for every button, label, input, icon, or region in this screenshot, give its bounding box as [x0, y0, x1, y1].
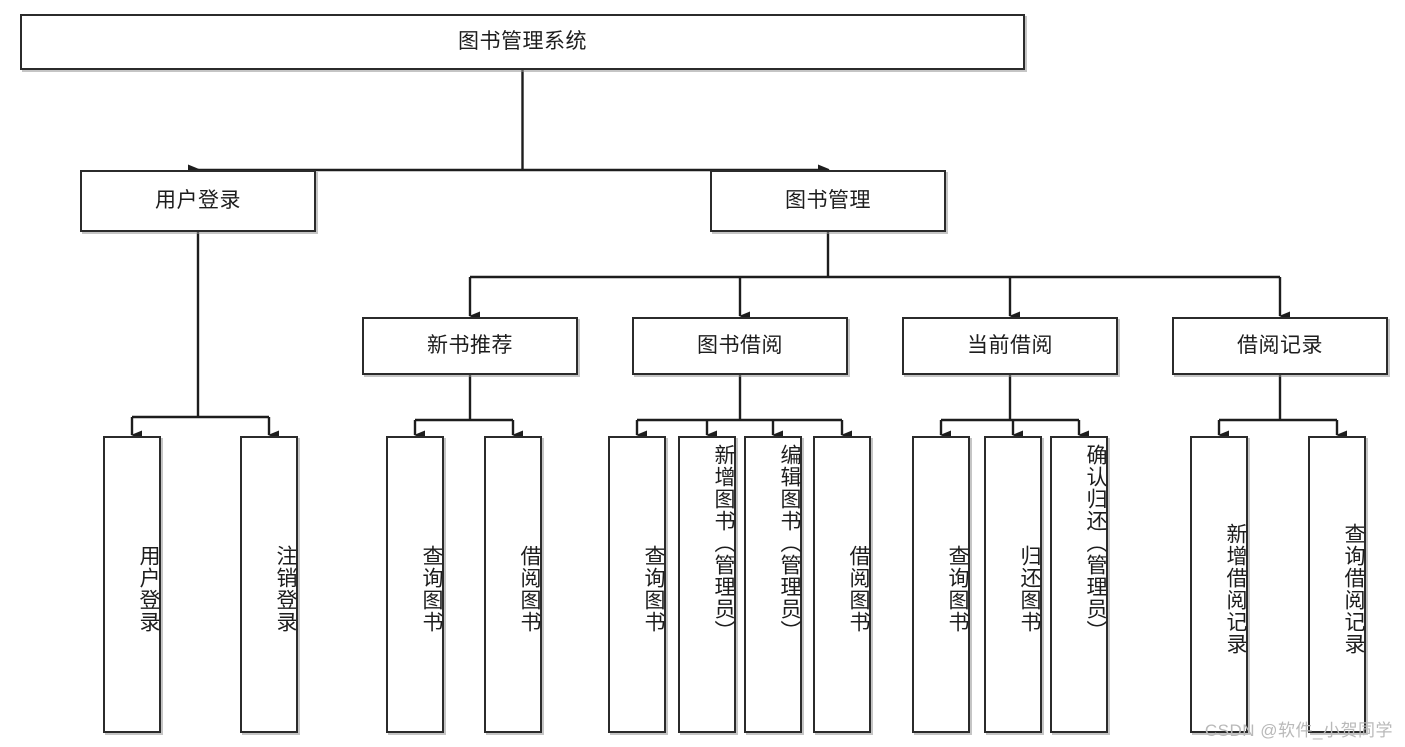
node-label: 查询图书: [946, 544, 969, 633]
node-leaf-login-2[interactable]: 注销登录: [240, 436, 298, 733]
node-label: 查询图书: [642, 544, 665, 633]
node-root[interactable]: 图书管理系统: [20, 14, 1025, 70]
node-label: 新书推荐: [427, 333, 513, 357]
node-leaf-new-1[interactable]: 查询图书: [386, 436, 444, 733]
node-label: 新增借阅记录: [1224, 522, 1247, 655]
node-label: 借阅图书: [518, 544, 541, 633]
node-label: 新增图书（管理员）: [712, 444, 735, 642]
node-login[interactable]: 用户登录: [80, 170, 316, 232]
node-label: 归还图书: [1018, 544, 1041, 633]
node-label: 确认归还（管理员）: [1084, 444, 1107, 642]
csdn-watermark: CSDN @软件_小贺同学: [1204, 721, 1393, 740]
node-current[interactable]: 当前借阅: [902, 317, 1118, 375]
node-leaf-borrow-1[interactable]: 查询图书: [608, 436, 666, 733]
node-leaf-rec-2[interactable]: 查询借阅记录: [1308, 436, 1366, 733]
node-label: 用户登录: [137, 544, 160, 633]
node-leaf-cur-1[interactable]: 查询图书: [912, 436, 970, 733]
node-leaf-borrow-4[interactable]: 借阅图书: [813, 436, 871, 733]
node-bookmgmt[interactable]: 图书管理: [710, 170, 946, 232]
node-label: 借阅记录: [1237, 333, 1323, 357]
node-label: 查询借阅记录: [1342, 522, 1365, 655]
node-label: 图书借阅: [697, 333, 783, 357]
node-newbook[interactable]: 新书推荐: [362, 317, 578, 375]
node-borrow[interactable]: 图书借阅: [632, 317, 848, 375]
node-label: 编辑图书（管理员）: [778, 444, 801, 642]
node-label: 图书管理系统: [458, 29, 587, 53]
node-leaf-login-1[interactable]: 用户登录: [103, 436, 161, 733]
node-leaf-rec-1[interactable]: 新增借阅记录: [1190, 436, 1248, 733]
node-records[interactable]: 借阅记录: [1172, 317, 1388, 375]
node-leaf-cur-2[interactable]: 归还图书: [984, 436, 1042, 733]
node-leaf-cur-3[interactable]: 确认归还（管理员）: [1050, 436, 1108, 733]
node-label: 用户登录: [155, 188, 241, 212]
node-leaf-borrow-2[interactable]: 新增图书（管理员）: [678, 436, 736, 733]
node-label: 当前借阅: [967, 333, 1053, 357]
node-leaf-borrow-3[interactable]: 编辑图书（管理员）: [744, 436, 802, 733]
node-label: 图书管理: [785, 188, 871, 212]
node-label: 查询图书: [420, 544, 443, 633]
node-leaf-new-2[interactable]: 借阅图书: [484, 436, 542, 733]
node-label: 注销登录: [274, 544, 297, 633]
node-label: 借阅图书: [847, 544, 870, 633]
